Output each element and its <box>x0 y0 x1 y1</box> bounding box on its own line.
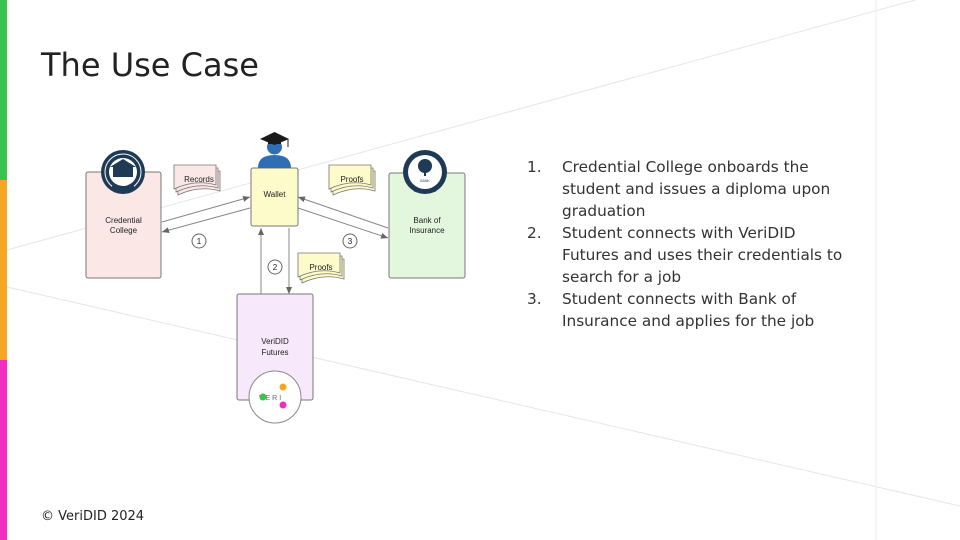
records-document-icon: Records <box>173 164 221 196</box>
graduate-avatar-icon <box>258 132 291 168</box>
accent-bar-orange <box>0 180 7 360</box>
step-marker-3-label: 3 <box>348 237 353 246</box>
veridid-logo-icon: VERI <box>248 370 302 424</box>
college-seal-icon <box>101 150 145 194</box>
proofs-document-top-icon: Proofs <box>328 164 376 196</box>
step-text: Credential College onboards the student … <box>562 158 831 220</box>
step-marker-3: 3 <box>342 233 358 249</box>
arrow-bank-to-wallet <box>297 196 389 229</box>
step-number: 1. <box>527 158 542 176</box>
credential-college-label-line2: College <box>110 226 138 235</box>
arrow-wallet-to-college <box>161 207 251 234</box>
step-number: 3. <box>527 290 542 308</box>
step-marker-1-label: 1 <box>197 237 202 246</box>
use-case-steps: 1. Credential College onboards the studen… <box>527 156 847 332</box>
flow-arrows <box>161 196 389 294</box>
bank-label-line2: Insurance <box>409 226 445 235</box>
proofs-document-bottom-icon: Proofs <box>297 252 345 284</box>
step-marker-1: 1 <box>191 233 207 249</box>
step-item: 1. Credential College onboards the studen… <box>527 156 847 222</box>
futures-label-line2: Futures <box>261 348 288 357</box>
accent-bar-green <box>0 0 7 180</box>
bank-seal-text-line2: OF INSURANCE <box>414 189 437 193</box>
step-item: 2. Student connects with VeriDID Futures … <box>527 222 847 288</box>
step-text: Student connects with VeriDID Futures an… <box>562 224 843 286</box>
accent-bar-pink <box>0 360 7 540</box>
wallet-label: Wallet <box>264 190 287 199</box>
step-text: Student connects with Bank of Insurance … <box>562 290 815 330</box>
bank-seal-text-line1: BANK <box>420 179 430 183</box>
arrow-wallet-to-bank <box>297 207 389 239</box>
bank-seal-icon: BANK OF INSURANCE <box>403 150 447 194</box>
proofs-bottom-label: Proofs <box>309 263 332 272</box>
arrow-college-to-wallet <box>161 196 251 223</box>
copyright-footer: © VeriDID 2024 <box>41 509 145 524</box>
credential-college-label-line1: Credential <box>105 216 142 225</box>
step-marker-2-label: 2 <box>273 263 278 272</box>
step-item: 3. Student connects with Bank of Insuranc… <box>527 288 847 332</box>
veridid-logo-text: VERI <box>259 395 283 402</box>
wallet-node: Wallet <box>250 167 299 227</box>
step-marker-2: 2 <box>267 259 283 275</box>
records-label: Records <box>184 175 214 184</box>
slide-title: The Use Case <box>41 46 259 84</box>
proofs-top-label: Proofs <box>340 175 363 184</box>
bank-label-line1: Bank of <box>413 216 441 225</box>
step-number: 2. <box>527 224 542 242</box>
futures-label-line1: VeriDID <box>261 337 289 346</box>
